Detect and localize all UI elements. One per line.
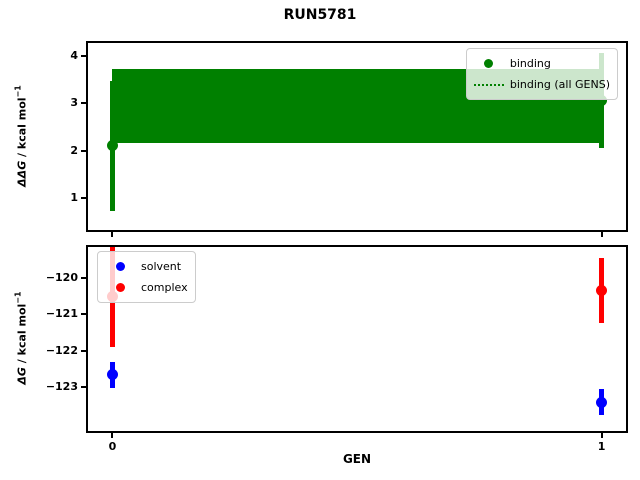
binding-data-point xyxy=(596,95,608,107)
y-tick-label: 1 xyxy=(70,191,78,205)
dg-legend: solvent complex xyxy=(97,251,196,303)
y-tick xyxy=(81,149,86,152)
legend-label: binding xyxy=(509,57,551,70)
legend-item: complex xyxy=(103,277,188,298)
ddg-label-symbol: ΔΔG xyxy=(15,160,29,187)
dg-subplot: solvent complex −120 −121 −122 −123 0 1 xyxy=(46,245,628,453)
y-tick-label: 4 xyxy=(70,48,78,62)
legend-handle xyxy=(103,262,137,271)
y-tick-label: 3 xyxy=(70,96,78,110)
ddg-label-exponent: −1 xyxy=(13,85,23,98)
y-tick xyxy=(81,313,86,316)
y-tick xyxy=(81,102,86,105)
ddg-label-units: / kcal mol xyxy=(15,97,29,161)
x-axis-label: GEN xyxy=(342,452,372,466)
x-tick xyxy=(111,433,114,438)
x-tick xyxy=(600,232,603,237)
solvent-data-point xyxy=(106,369,118,381)
complex-data-point xyxy=(596,285,608,297)
ddg-legend: binding binding (all GENS) xyxy=(465,48,618,100)
ddg-subplot: binding binding (all GENS) 1 2 3 4 xyxy=(70,41,628,237)
legend-label: complex xyxy=(141,281,188,294)
y-tick-label: −122 xyxy=(45,343,78,357)
dg-label-symbol: ΔG xyxy=(15,367,29,385)
binding-dot-icon xyxy=(484,59,494,68)
legend-item: binding xyxy=(472,53,610,74)
x-tick xyxy=(600,433,603,438)
y-tick-label: 2 xyxy=(70,143,78,157)
binding (all GENS)-dotted-line-icon xyxy=(473,83,504,86)
x-tick xyxy=(111,232,114,237)
legend-label: solvent xyxy=(141,260,182,273)
dg-label-exponent: −1 xyxy=(13,291,23,304)
dg-y-axis-label: ΔG / kcal mol−1 xyxy=(14,291,29,384)
y-tick-label: −123 xyxy=(45,379,78,393)
x-tick-label: 1 xyxy=(597,440,606,453)
y-tick xyxy=(81,197,86,200)
legend-item: binding (all GENS) xyxy=(472,74,610,95)
y-tick xyxy=(81,277,86,280)
ddg-y-axis-label: ΔΔG / kcal mol−1 xyxy=(14,85,29,187)
y-tick-label: −121 xyxy=(45,307,78,321)
y-tick xyxy=(81,54,86,57)
y-tick-label: −120 xyxy=(45,271,78,285)
binding-data-point xyxy=(106,140,118,152)
figure-title: RUN5781 xyxy=(283,7,357,23)
x-tick-label: 0 xyxy=(108,440,117,453)
legend-item: solvent xyxy=(103,256,188,277)
solvent-dot-icon xyxy=(115,262,125,271)
legend-handle xyxy=(103,283,137,292)
y-tick xyxy=(81,349,86,352)
legend-handle xyxy=(472,59,506,68)
complex-dot-icon xyxy=(115,283,125,292)
dg-label-units: / kcal mol xyxy=(15,303,29,368)
solvent-data-point xyxy=(596,396,608,408)
legend-label: binding (all GENS) xyxy=(509,78,610,91)
y-tick xyxy=(81,385,86,388)
legend-handle xyxy=(472,83,506,86)
